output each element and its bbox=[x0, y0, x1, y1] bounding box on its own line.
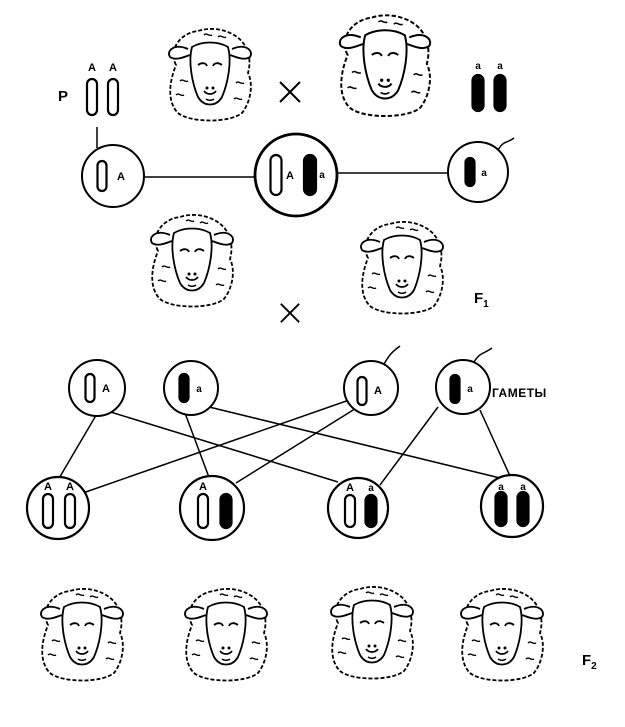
zygote-allele-a: a bbox=[319, 170, 325, 181]
zygote-f2-2-chromosome-2 bbox=[219, 492, 233, 530]
sheep-f2-2-icon bbox=[183, 587, 269, 682]
zygote-f2-3-chromosome-1 bbox=[343, 493, 357, 529]
generation-label-f1: F1 bbox=[474, 290, 489, 310]
zygote-f2-1-allele-1: A bbox=[44, 481, 52, 493]
zygote-chromosome-A bbox=[269, 153, 283, 197]
gamete-chromosome-a bbox=[464, 156, 476, 188]
sheep-parent-smooth-face-icon bbox=[167, 27, 253, 122]
zygote-chromosome-a bbox=[302, 153, 318, 197]
sheep-f1-left-icon bbox=[149, 213, 235, 308]
parent-chromosome-A2 bbox=[106, 77, 120, 117]
gamete-f1-3-allele: A bbox=[374, 385, 382, 397]
gamete-f1-4-allele: a bbox=[467, 384, 473, 395]
gamete-f1-1-chromosome bbox=[84, 372, 96, 404]
sperm-tail-f1-3 bbox=[383, 345, 401, 365]
generation-label-f2: F2 bbox=[582, 652, 597, 672]
cross-icon-f1 bbox=[279, 302, 301, 324]
zygote-f2-1-chromosome-2 bbox=[63, 492, 77, 530]
gamete-circle-f1-4 bbox=[435, 359, 491, 415]
gamete-circle-f1-3 bbox=[343, 360, 399, 416]
zygote-f2-2-chromosome-1 bbox=[196, 492, 210, 530]
gamete-f1-2-chromosome bbox=[178, 372, 190, 404]
parent-chromosome-a1 bbox=[471, 73, 485, 113]
gamete-chromosome-A bbox=[96, 159, 108, 193]
zygote-f2-4-chromosome-2 bbox=[516, 490, 530, 528]
zygote-f2-1-chromosome-1 bbox=[41, 492, 55, 530]
zygote-circle-f2-2 bbox=[178, 474, 246, 542]
sperm-tail-p bbox=[497, 137, 515, 151]
zygote-allele-A: A bbox=[286, 170, 294, 182]
gametes-label: ГАМЕТЫ bbox=[492, 386, 547, 400]
parent-allele-label-1: A bbox=[88, 62, 96, 74]
sheep-f2-1-icon bbox=[39, 587, 125, 682]
zygote-f2-2-allele-1: A bbox=[199, 481, 207, 493]
zygote-f2-3-allele-2: a bbox=[368, 483, 374, 494]
zygote-f2-4-chromosome-1 bbox=[494, 490, 508, 528]
generation-label-p: P bbox=[58, 88, 69, 105]
sheep-f1-right-icon bbox=[360, 220, 444, 315]
sheep-f2-3-icon bbox=[329, 585, 415, 680]
sheep-parent-woolly-face-icon bbox=[338, 14, 432, 118]
gamete-circle-f1-1 bbox=[68, 359, 126, 417]
parent-chromosome-a2 bbox=[493, 73, 507, 113]
zygote-circle-f2-1 bbox=[25, 475, 91, 541]
gamete-circle-p-left bbox=[81, 144, 145, 208]
gamete-f1-4-chromosome bbox=[449, 373, 461, 405]
gamete-allele-a: a bbox=[481, 168, 487, 179]
zygote-f2-3-allele-1: A bbox=[346, 482, 354, 494]
parent-allele-label-4: a bbox=[497, 61, 503, 72]
parent-allele-label-3: a bbox=[475, 61, 481, 72]
sperm-tail-f1-4 bbox=[473, 347, 493, 363]
zygote-f2-3-chromosome-2 bbox=[364, 493, 378, 529]
gamete-f1-1-allele: A bbox=[102, 383, 110, 395]
zygote-f2-1-allele-2: A bbox=[66, 481, 74, 493]
gamete-circle-f1-2 bbox=[163, 360, 219, 416]
gamete-allele-A: A bbox=[117, 171, 125, 183]
gamete-f1-2-allele: a bbox=[196, 384, 202, 395]
gamete-circle-p-right bbox=[447, 141, 509, 203]
zygote-f2-2-allele-2: a bbox=[223, 482, 229, 493]
zygote-f2-4-allele-2: a bbox=[520, 482, 526, 493]
sheep-f2-4-icon bbox=[459, 587, 545, 682]
gamete-f1-3-chromosome bbox=[356, 375, 368, 407]
parent-allele-label-2: A bbox=[109, 62, 117, 74]
zygote-f2-4-allele-1: a bbox=[498, 482, 504, 493]
zygote-circle-f2-4 bbox=[479, 473, 545, 539]
zygote-circle-f2-3 bbox=[326, 476, 390, 540]
connecting-lines bbox=[57, 127, 511, 495]
cross-icon-parents bbox=[279, 81, 301, 103]
parent-chromosome-A1 bbox=[85, 77, 99, 117]
